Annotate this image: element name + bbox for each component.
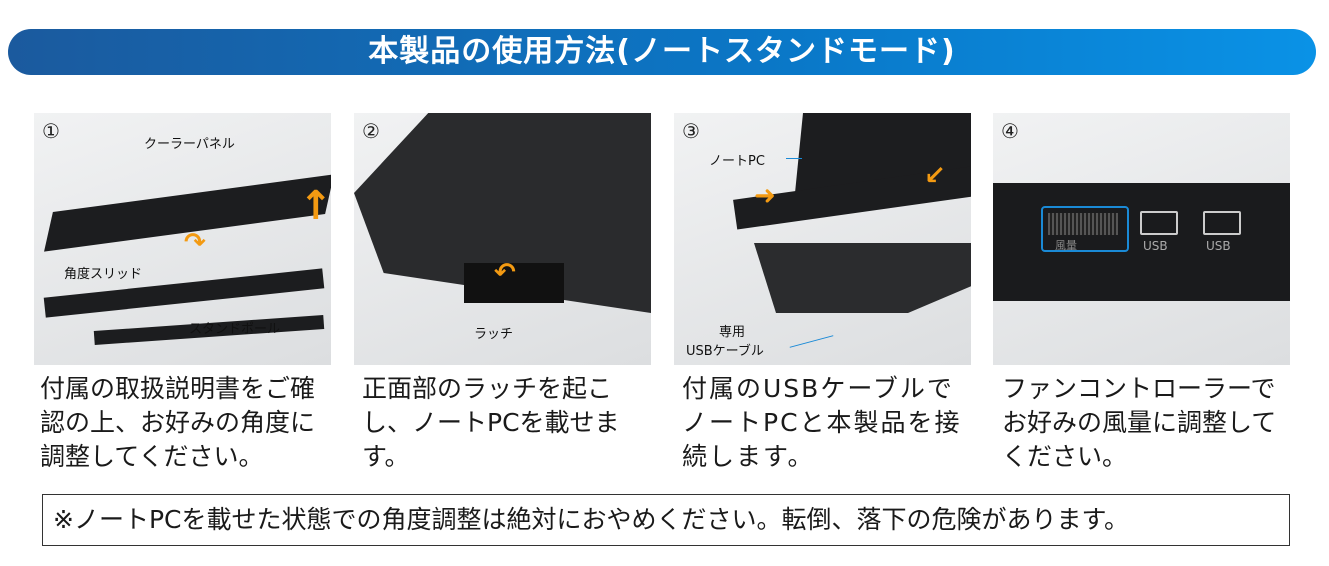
callout-label: ラッチ [474,327,514,342]
rotate-arrow-icon: ↑ [299,183,331,229]
callout-label: ノートPC [709,154,765,169]
callout-line [786,158,802,159]
callout-line [789,335,834,348]
step-2-text: 正面部のラッチを起こし、ノートPCを載せます。 [362,374,620,471]
usb-port-icon [1140,211,1178,235]
step-number: ④ [1001,119,1019,143]
fan-dial [1048,213,1118,235]
fan-dial-highlight [1041,206,1129,252]
step-4-photo: 風量 USB USB ④ [993,113,1290,365]
callout-label: クーラーパネル [144,137,235,152]
step-1-text: 付属の取扱説明書をご確認の上、お好みの角度に調整してください。 [40,374,316,471]
step-number: ③ [682,119,700,143]
page-title: 本製品の使用方法(ノートスタンドモード) [8,29,1316,75]
arrow-icon: ↙ [924,161,946,191]
rotate-arrow-icon: ↷ [184,228,206,258]
arrow-icon: ➜ [754,181,776,211]
step-1-photo: ↷ ↑ ① クーラーパネル 角度スリッド スタンドポール [34,113,331,365]
fan-speed-label: 風量 [1055,239,1077,252]
usb-label: USB [1206,239,1231,253]
step-number: ② [362,119,380,143]
step-2-photo: ↶ ② ラッチ [354,113,651,365]
usb-port-icon [1203,211,1241,235]
callout-label: スタンドポール [189,322,281,337]
step-number: ① [42,119,60,143]
warning-note: ※ノートPCを載せた状態での角度調整は絶対におやめください。転倒、落下の危険があ… [42,494,1290,546]
step-4-text: ファンコントローラーでお好みの風量に調整してください。 [1002,374,1277,471]
step-3-photo: ➜ ↙ ③ ノートPC 専用 USBケーブル [674,113,971,365]
usb-label: USB [1143,239,1168,253]
callout-label: 専用 [719,325,746,340]
callout-label: USBケーブル [686,344,764,359]
callout-label: 角度スリッド [64,267,143,282]
step-3-text: 付属のUSBケーブルでノートPCと本製品を接続します。 [682,374,962,471]
rotate-arrow-icon: ↶ [494,258,516,288]
